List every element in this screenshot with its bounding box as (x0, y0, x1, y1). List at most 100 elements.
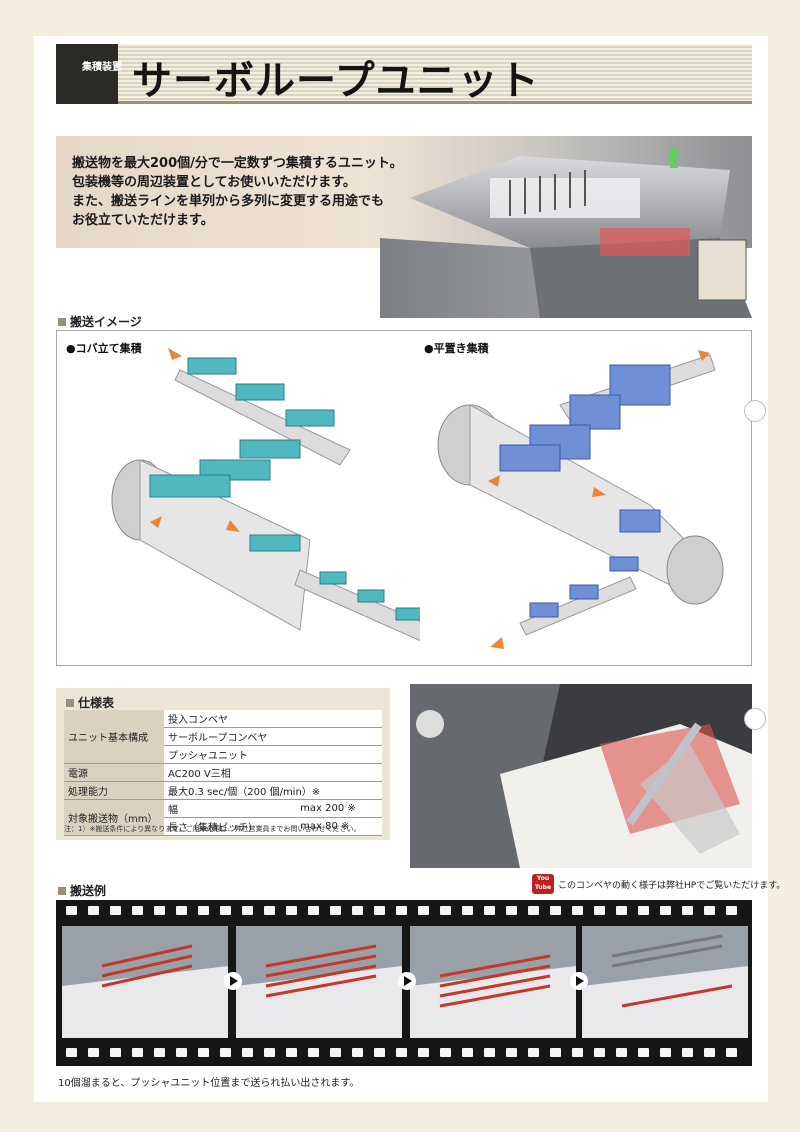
sprocket-hole (264, 1048, 275, 1057)
section-marker (66, 698, 74, 707)
sprocket-hole (726, 906, 737, 915)
sprocket-hole (616, 906, 627, 915)
sprocket-hole (638, 1048, 649, 1057)
sprocket-hole (154, 1048, 165, 1057)
section-conveyance-image: 搬送イメージ (58, 313, 142, 330)
spec-value: サーボループコンベヤ (164, 727, 382, 746)
sprocket-hole (374, 1048, 385, 1057)
next-arrow-icon (224, 972, 242, 990)
sprocket-hole (594, 1048, 605, 1057)
intro-line: また、搬送ラインを単列から多列に変更する用途でも (72, 194, 385, 209)
sprocket-hole (682, 1048, 693, 1057)
sprocket-hole (528, 1048, 539, 1057)
product-block (249, 534, 301, 552)
sprocket-hole (220, 906, 231, 915)
next-arrow-icon (398, 972, 416, 990)
product-block (569, 394, 621, 430)
table-row: プッシャユニット (64, 745, 382, 764)
binder-hole (744, 708, 766, 730)
product-block (395, 607, 420, 621)
edge-stacking-diagram (111, 348, 420, 642)
table-row: 処理能力 最大0.3 sec/個（200 個/min）※ (64, 781, 382, 800)
sprocket-hole (330, 906, 341, 915)
example-frame-2 (236, 926, 402, 1038)
sprocket-hole (286, 1048, 297, 1057)
binder-hole (744, 400, 766, 422)
spec-note: 注：1）※搬送条件により異なります。ご用命の際は、弊社営業員までお問い合わせくだ… (64, 825, 361, 833)
spec-value: max 200 ※ (296, 799, 382, 818)
category-label: 集積装置 (82, 62, 122, 73)
flow-arrow-icon (490, 637, 504, 649)
section-example: 搬送例 (58, 882, 106, 899)
edge-stacking-title: ●コバ立て集積 (66, 342, 142, 355)
example-caption: 10個溜まると、プッシャユニット位置まで送られ払い出されます。 (58, 1078, 360, 1089)
spec-value: 投入コンベヤ (164, 710, 382, 728)
sprocket-hole (176, 906, 187, 915)
flow-arrow-icon (698, 350, 710, 361)
table-row: 長さ（集積ピッチ） max 80 ※ (64, 817, 382, 836)
lower-conveyor (294, 569, 420, 642)
youtube-label-top: You (536, 875, 550, 882)
product-block (149, 474, 231, 498)
product-block (529, 602, 559, 618)
table-row: ユニット基本構成 投入コンベヤ (64, 710, 382, 764)
product-block (569, 584, 599, 600)
example-frame-4 (582, 926, 748, 1038)
sprocket-hole (198, 906, 209, 915)
machine-photo (380, 148, 752, 318)
flow-arrow-icon (488, 475, 500, 487)
sprocket-hole (550, 1048, 561, 1057)
sprocket-hole (242, 906, 253, 915)
product-block (319, 571, 347, 585)
sprocket-hole (418, 1048, 429, 1057)
product-block (619, 509, 661, 533)
page-title: サーボループユニット (132, 58, 540, 104)
section-example-label: 搬送例 (70, 884, 107, 898)
spec-value: max 80 ※ (296, 817, 382, 836)
sprocket-hole (506, 906, 517, 915)
spec-table: ユニット基本構成 投入コンベヤ サーボループコンベヤ プッシャユニット 電源 A… (64, 710, 382, 836)
product-block (357, 589, 385, 603)
spec-head: 処理能力 (64, 781, 164, 800)
table-row: 電源 AC200 V三相 (64, 763, 382, 782)
flow-arrow-icon (592, 487, 606, 497)
spec-value: プッシャユニット (164, 745, 382, 764)
sprocket-hole (594, 906, 605, 915)
sprocket-hole (440, 906, 451, 915)
sprocket-hole (88, 1048, 99, 1057)
sprocket-hole (286, 906, 297, 915)
video-caption: このコンベヤの動く様子は弊社HPでご覧いただけます。 (558, 881, 786, 891)
spec-subhead: 幅 (164, 799, 297, 818)
sprocket-hole (484, 1048, 495, 1057)
sprocket-hole (572, 1048, 583, 1057)
sprocket-hole (704, 1048, 715, 1057)
sprocket-hole (66, 906, 77, 915)
youtube-icon[interactable]: You Tube (532, 874, 554, 894)
spec-value: AC200 V三相 (164, 763, 382, 782)
product-block (239, 439, 301, 459)
example-frame-1 (62, 926, 228, 1038)
sprocket-hole (308, 906, 319, 915)
sprocket-hole (352, 906, 363, 915)
flow-arrow-icon (168, 348, 182, 360)
intro-text: 搬送物を最大200個/分で一定数ずつ集積するユニット。 包装機等の周辺装置として… (72, 154, 412, 230)
sprocket-hole (440, 1048, 451, 1057)
flat-stacking-title: ●平置き集積 (424, 342, 489, 355)
sprocket-hole (110, 1048, 121, 1057)
flat-stacking-diagram (437, 350, 724, 649)
sprocket-hole (660, 1048, 671, 1057)
spec-head: ユニット基本構成 (64, 710, 164, 764)
title-banner (56, 44, 752, 104)
spec-head: 対象搬送物（mm） (64, 799, 164, 836)
sprocket-hole (132, 906, 143, 915)
sprocket-hole (638, 906, 649, 915)
sprocket-hole (616, 1048, 627, 1057)
intro-line: お役立ていただけます。 (72, 213, 214, 228)
sprocket-hole (176, 1048, 187, 1057)
sprocket-hole (572, 906, 583, 915)
section-spec: 仕様表 (66, 694, 114, 711)
sprocket-hole (682, 906, 693, 915)
sprocket-hole (198, 1048, 209, 1057)
sprocket-hole (352, 1048, 363, 1057)
sprocket-hole (220, 1048, 231, 1057)
